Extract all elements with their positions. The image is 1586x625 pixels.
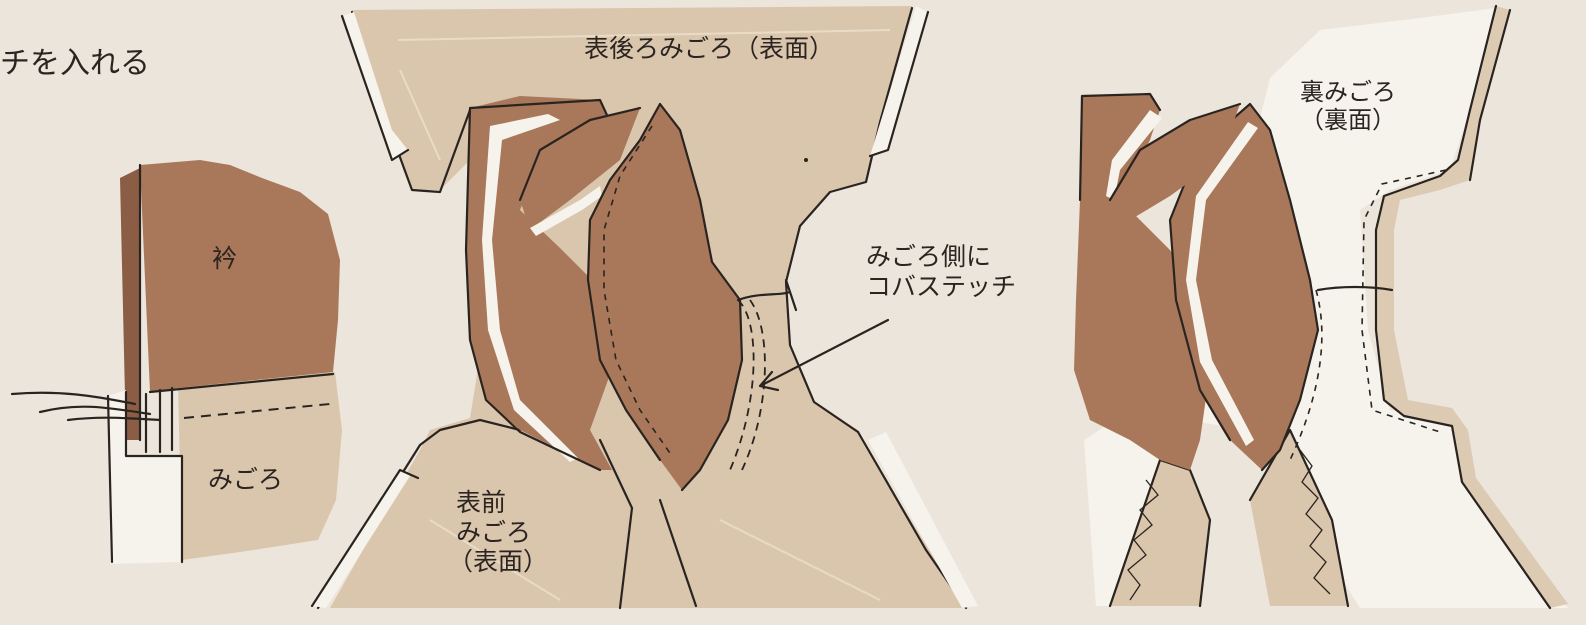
body-label: みごろ [208,465,284,494]
lining-edge-outline [1374,4,1552,610]
right-garment [1074,4,1568,610]
center-collar-mid-lining [530,186,602,236]
center-dot [804,158,808,162]
left-detail [10,160,342,564]
back-right-lining-outline [868,10,930,158]
left-collar-seam [148,372,335,394]
edge-stitch-note-label: みごろ側に コバステッチ [866,242,1016,301]
lining-body-label: 裏みごろ （裏面） [1300,78,1396,135]
left-lining-outline [106,390,184,564]
front-body-outer-line-1: 表前 [456,488,507,517]
center-collar-left-lining [482,114,578,462]
front-body-outer-label: 表前 みごろ （表面） [448,488,548,577]
back-body-outer-label: 表後ろみごろ（表面） [584,34,835,63]
center-collar-left [466,96,612,470]
center-collar-right-stitch [603,125,673,457]
center-collar-mid [520,108,640,230]
back-left-lining-outline [340,14,410,162]
right-thread [1316,285,1394,292]
right-zigzag-left [1127,479,1159,601]
lining-edge-strip [1376,6,1568,608]
left-thread [10,391,162,422]
lining-stitch [1361,169,1447,433]
left-collar-shadow [120,168,140,440]
right-front-strip-left [1110,460,1210,606]
left-body-fabric [178,372,342,560]
front-left-lining [312,470,410,608]
edge-stitch-arrow [758,318,890,392]
right-collar-left-lining [1106,110,1162,200]
front-body-outer-line-2: みごろ [456,517,532,547]
back-left-lining [342,12,408,160]
lining-body-line-1: 裏みごろ [1300,78,1396,106]
center-neck-stitch [729,299,766,471]
center-thread [736,278,798,312]
lining-body-line-2: （裏面） [1300,106,1396,135]
front-left-lining-outline [310,468,420,608]
back-right-lining [870,6,928,156]
left-lining-strip [108,390,182,564]
instruction-label: チを入れる [0,46,150,81]
center-collar-right [588,104,742,490]
edge-stitch-note-line-2: コバステッチ [866,271,1017,301]
center-collar-mid-outline [518,106,642,202]
back-body-texture [397,29,891,601]
collar-label: 衿 [212,244,238,273]
right-zigzag-right [1299,449,1331,595]
center-garment [310,6,978,610]
front-body-outer-line-3: （表面） [448,547,549,576]
lining-body-fabric [1084,8,1568,608]
edge-stitch-note-line-1: みごろ側に [866,242,992,271]
right-collar-mid-outline [1108,102,1242,202]
right-collar-left-outline [1078,92,1162,202]
right-collar-right-lining [1186,122,1258,446]
right-front-strip-right [1250,430,1348,606]
front-right-lining [868,432,978,608]
left-collar-fabric [140,160,340,392]
left-stitch-line [183,403,331,419]
right-collar-mid [1110,104,1240,226]
